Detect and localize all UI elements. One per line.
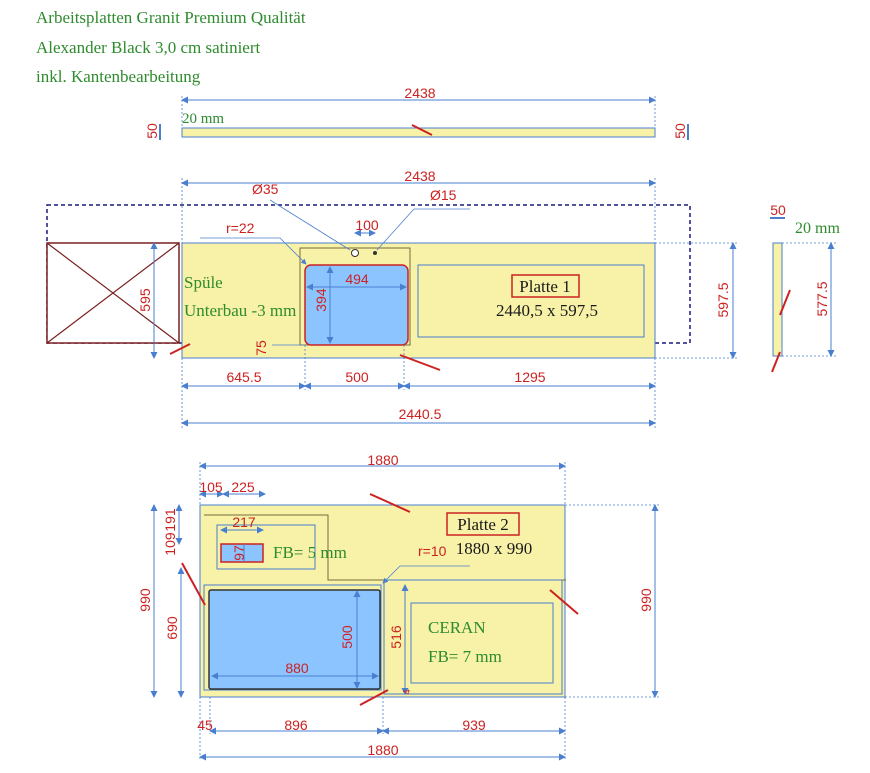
dim-side-depth: 577.5 — [814, 281, 830, 316]
dim-ceran-depth: 516 — [388, 625, 404, 649]
side-edge-50: 50 — [770, 202, 786, 218]
dim-left-total: 990 — [137, 588, 153, 612]
header-line-2: Alexander Black 3,0 cm satiniert — [36, 38, 261, 57]
cut-mark — [411, 124, 433, 136]
label-unterbau: Unterbau -3 mm — [184, 301, 296, 320]
view-plate-1: Platte 1 2440,5 x 597,5 Spüle Unterbau -… — [46, 168, 840, 428]
dim-diam-15: Ø15 — [430, 187, 457, 203]
strip-thickness-label: 20 mm — [182, 111, 224, 127]
tap-hole-15 — [373, 251, 377, 255]
plate-1-size: 2440,5 x 597,5 — [496, 301, 598, 320]
dim-seg-896: 896 — [284, 717, 308, 733]
dim-sink2-depth: 500 — [339, 625, 355, 649]
dim-diam-35: Ø35 — [252, 181, 279, 197]
dim-97: 97 — [231, 545, 247, 561]
tap-hole-35 — [351, 249, 359, 257]
dim-sink-depth: 394 — [313, 288, 329, 312]
dim-right-depth: 597.5 — [715, 282, 731, 317]
dim-plate1-top: 2438 — [404, 168, 435, 184]
header-line-3: inkl. Kantenbearbeitung — [36, 67, 201, 86]
dim-109: 109 — [162, 532, 178, 556]
dim-left-depth: 595 — [137, 288, 153, 312]
dim-plate2-total: 1880 — [367, 742, 398, 758]
plate-1-name: Platte 1 — [519, 277, 570, 296]
dim-217: 217 — [232, 514, 256, 530]
strip-edge-left: 50 — [144, 123, 160, 139]
header-line-1: Arbeitsplatten Granit Premium Qualität — [36, 8, 306, 27]
dim-seg-45: 45 — [197, 717, 213, 733]
dim-seg-1295: 1295 — [514, 369, 545, 385]
dim-plate2-top: 1880 — [367, 452, 398, 468]
label-spuele: Spüle — [184, 273, 223, 292]
dim-right-total: 990 — [638, 588, 654, 612]
dim-seg-939: 939 — [462, 717, 486, 733]
dim-left-lower: 690 — [164, 616, 180, 640]
dim-radius-10: r=10 — [418, 543, 447, 559]
dim-seg-500: 500 — [345, 369, 369, 385]
plate-1-side-section — [772, 242, 783, 357]
view-side-strip: 2438 20 mm 50 50 — [144, 85, 689, 140]
dim-4: 4 — [402, 689, 413, 695]
dim-sink-width: 494 — [345, 271, 369, 287]
dim-radius-22: r=22 — [226, 220, 255, 236]
dim-191: 191 — [162, 508, 178, 532]
dim-seg-645: 645.5 — [226, 369, 261, 385]
plate-2-size: 1880 x 990 — [456, 539, 533, 558]
small-recess — [220, 543, 264, 563]
ceran-label: CERAN — [428, 618, 486, 637]
side-thickness: 20 mm — [795, 220, 840, 237]
dim-105: 105 — [199, 479, 223, 495]
plate-2-name: Platte 2 — [457, 515, 508, 534]
dim-sink2-width: 880 — [285, 660, 309, 676]
dim-tap-spacing: 100 — [355, 217, 379, 233]
dim-225: 225 — [231, 479, 255, 495]
dim-strip-width: 2438 — [404, 85, 435, 101]
dim-sink-offset: 75 — [253, 340, 269, 356]
plate-2-sink — [208, 589, 381, 690]
view-plate-2: FB= 5 mm CERAN FB= 7 mm Platte 2 1880 x … — [137, 452, 660, 761]
ceran-fb: FB= 7 mm — [428, 647, 502, 666]
plate-1-field — [417, 264, 645, 338]
dim-plate1-total: 2440.5 — [399, 406, 442, 422]
strip-edge-right: 50 — [672, 123, 688, 139]
small-recess-fb: FB= 5 mm — [273, 543, 347, 562]
